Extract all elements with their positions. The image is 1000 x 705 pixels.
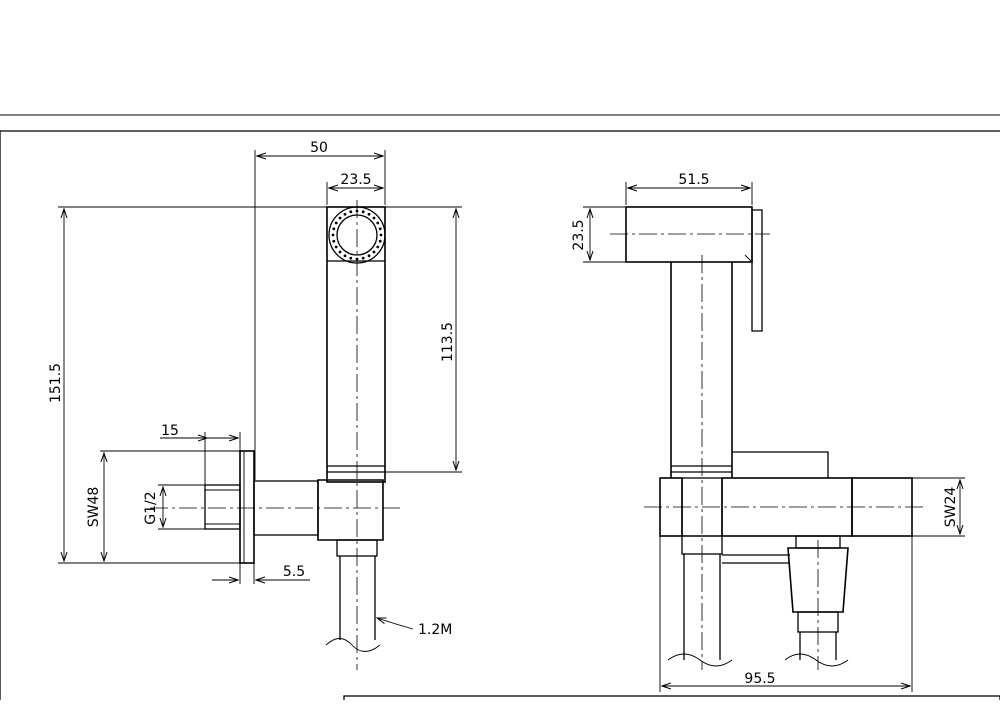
nozzle-dot (378, 227, 382, 231)
nozzle-dot (372, 216, 376, 220)
nozzle-dot (361, 256, 365, 260)
side-dimensions: 51.5 23.5 SW24 95.5 (571, 172, 965, 692)
nozzle-dot (376, 245, 380, 249)
front-dimensions: 50 23.5 151.5 113.5 15 SW48 G1/2 (48, 140, 462, 638)
dim-g1-2: G1/2 (143, 491, 159, 524)
front-view (150, 200, 400, 670)
spray-nozzle-dots (331, 209, 383, 261)
side-holder-back (732, 451, 829, 478)
dim-151-5: 151.5 (48, 363, 64, 403)
dim-50: 50 (310, 140, 328, 156)
side-spray-head (625, 206, 753, 263)
dim-5-5: 5.5 (283, 564, 305, 580)
nozzle-dot (378, 239, 382, 243)
nozzle-dot (361, 210, 365, 214)
nozzle-dot (338, 216, 342, 220)
dim-51-5: 51.5 (678, 172, 709, 188)
hose-break (325, 638, 381, 652)
wall-flange (239, 450, 255, 564)
side-view (610, 206, 926, 670)
dim-23-5-front: 23.5 (340, 172, 371, 188)
thread-connector (204, 484, 241, 530)
nozzle-dot (349, 256, 353, 260)
nozzle-dot (331, 233, 335, 237)
nozzle-dot (343, 212, 347, 216)
nozzle-dot (367, 212, 371, 216)
holder-block (317, 479, 384, 541)
nozzle-dot (349, 210, 353, 214)
dim-sw48: SW48 (86, 487, 102, 528)
nozzle-dot (338, 250, 342, 254)
nozzle-dot (332, 239, 336, 243)
side-lever (751, 209, 763, 332)
dim-15: 15 (161, 423, 179, 439)
nozzle-dot (372, 250, 376, 254)
nozzle-dot (343, 254, 347, 258)
dim-hose-length: 1.2M (418, 622, 452, 638)
nozzle-dot (334, 245, 338, 249)
nozzle-dot (376, 221, 380, 225)
nozzle-dot (379, 233, 383, 237)
dim-23-5-side: 23.5 (571, 219, 587, 250)
nozzle-dot (334, 221, 338, 225)
dim-95-5: 95.5 (744, 671, 775, 687)
dim-sw24: SW24 (943, 487, 959, 528)
nozzle-dot (367, 254, 371, 258)
drawing-frame (0, 114, 1000, 703)
dim-113-5: 113.5 (440, 322, 456, 362)
nozzle-dot (332, 227, 336, 231)
